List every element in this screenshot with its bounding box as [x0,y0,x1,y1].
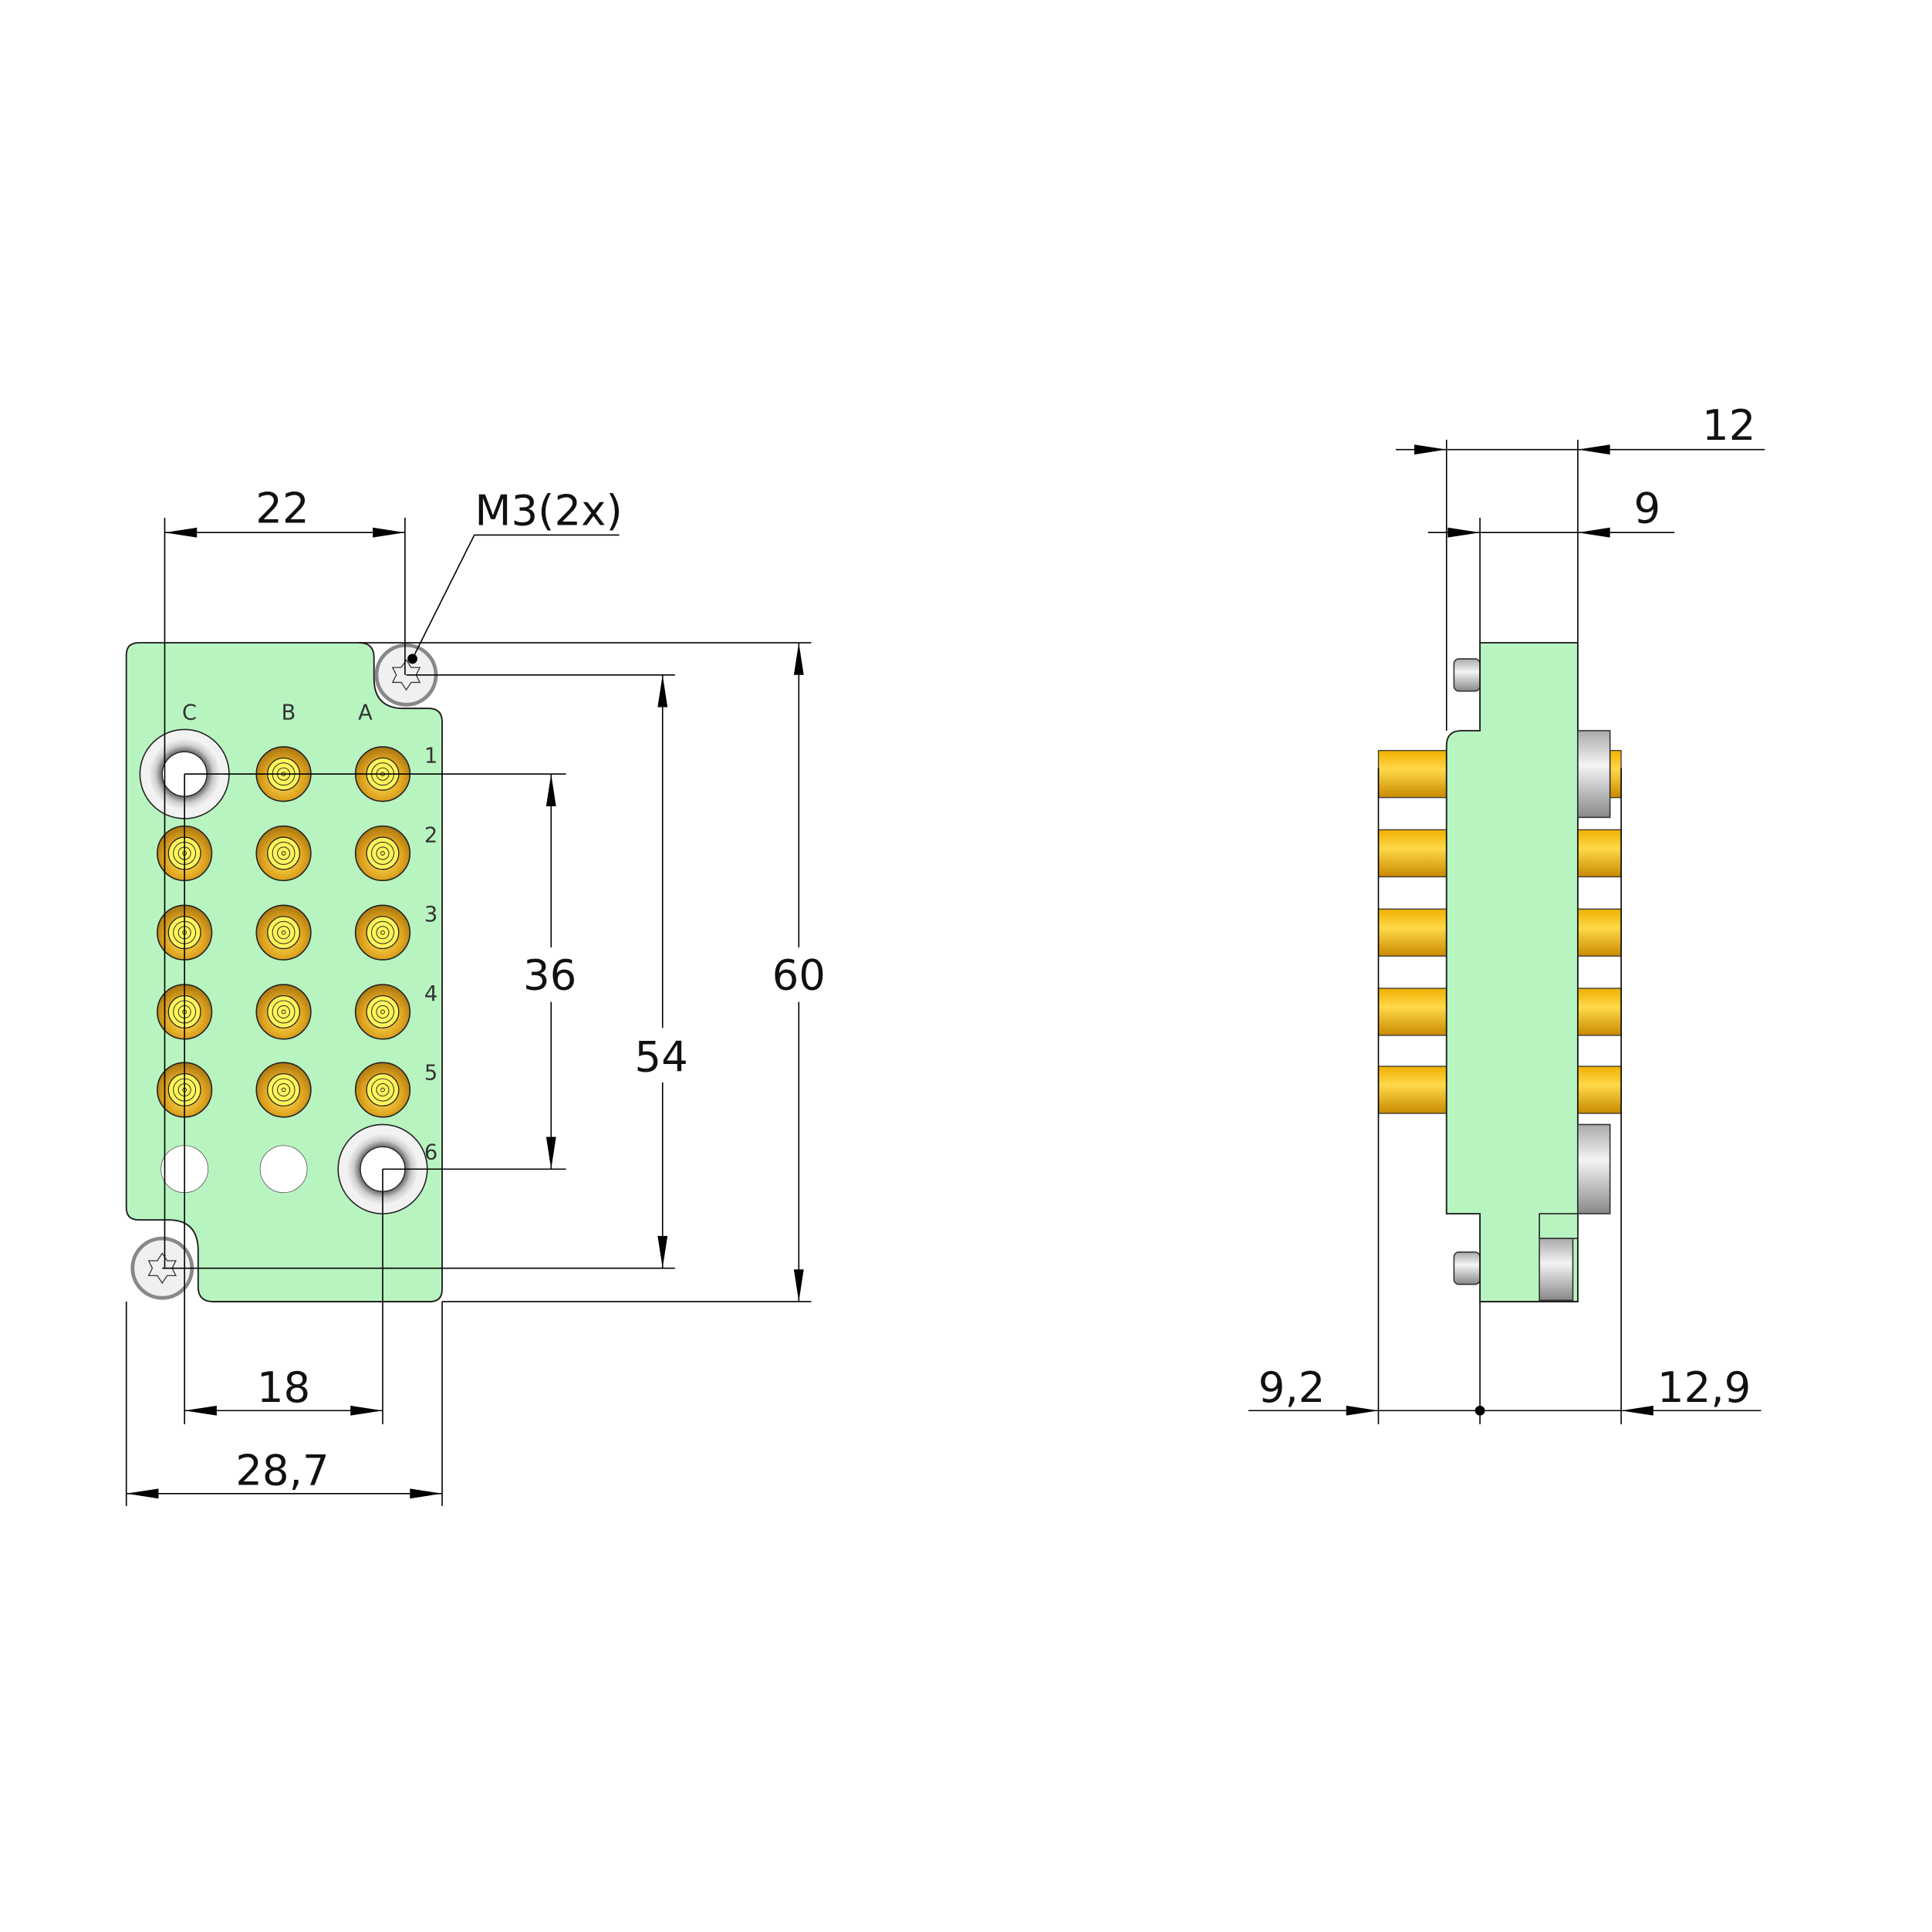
pin-right [1576,988,1622,1036]
dimension-lines-side [1248,439,1765,1424]
row-label-1: 1 [424,745,437,768]
front-view: C B A 1 2 3 4 5 6 22 M3(2x [125,483,830,1506]
column-label-c: C [182,701,197,725]
contact-pin [354,825,411,882]
side-view: 12 9 9,2 12,9 [1248,400,1765,1424]
dim-36: 36 [523,950,576,999]
contact-pin [354,1062,411,1118]
pin-right [1576,1066,1622,1114]
arrowheads-front [126,527,804,1499]
dim-54: 54 [634,1032,687,1081]
dim-9-2: 9,2 [1258,1363,1326,1412]
contact-pin [354,904,411,961]
dim-12: 12 [1702,400,1755,450]
side-step [1539,1213,1579,1239]
contact-pin [255,825,312,882]
row-label-6: 6 [424,1140,437,1164]
contact-pin [255,984,312,1040]
torx-icon [391,659,421,691]
screw-head-side [1539,1238,1574,1302]
column-label-a: A [358,701,373,725]
pin-left [1377,988,1449,1036]
dim-28-7: 28,7 [235,1446,329,1495]
row-label-3: 3 [424,903,437,927]
sleeve-top [1577,730,1611,819]
torx-icon [147,1252,177,1285]
pin-left [1377,1066,1449,1114]
callout-m3: M3(2x) [475,486,622,535]
dim-22: 22 [255,483,309,532]
pin-left [1377,908,1449,957]
pin-left [1377,829,1449,878]
pin-right [1576,908,1622,957]
pin-right [1576,829,1622,878]
stud-top [1453,658,1481,692]
empty-hole [259,1145,308,1194]
side-body [1445,642,1579,1302]
dim-12-9: 12,9 [1657,1363,1751,1412]
contact-pin [354,984,411,1040]
column-label-b: B [282,701,296,725]
pin-left [1377,750,1449,799]
row-label-2: 2 [424,823,437,847]
dim-60: 60 [772,950,826,999]
row-label-5: 5 [424,1062,437,1086]
contact-pin [255,904,312,961]
arrowheads-side [1346,444,1653,1416]
sleeve-bottom [1577,1123,1611,1214]
row-label-4: 4 [424,982,437,1006]
contact-pin [255,1062,312,1118]
dim-9: 9 [1633,483,1660,532]
stud-bottom [1453,1251,1481,1285]
dim-18: 18 [257,1363,310,1412]
